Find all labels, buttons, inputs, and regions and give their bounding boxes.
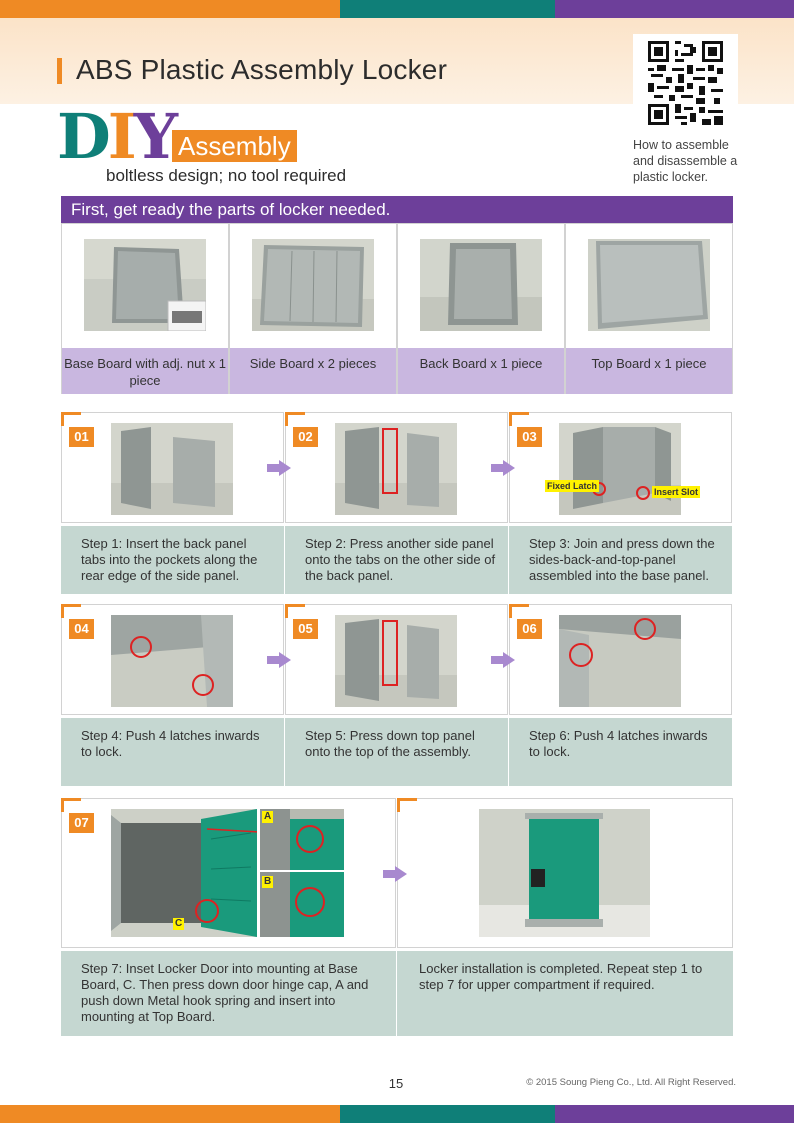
part-back-board: Back Board x 1 piece	[397, 223, 565, 394]
step-description: Step 6: Push 4 latches inwards to lock.	[509, 718, 732, 786]
callout-b: B	[262, 876, 274, 888]
step-number: 06	[517, 619, 542, 639]
step-description: Step 3: Join and press down the sides-ba…	[509, 526, 732, 594]
step-7-description: Step 7: Inset Locker Door into mounting …	[61, 951, 396, 1036]
copyright: © 2015 Soung Pieng Co., Ltd. All Right R…	[526, 1077, 736, 1088]
step-number: 07	[69, 813, 94, 833]
fixed-latch-callout: Fixed Latch	[545, 480, 600, 492]
arrow-right-icon	[267, 460, 291, 476]
top-color-bar	[0, 0, 794, 18]
part-label: Side Board x 2 pieces	[230, 348, 396, 394]
completed-locker-photo	[479, 809, 650, 937]
callout-c: C	[173, 918, 185, 930]
detail-b-photo	[260, 872, 344, 937]
insert-slot-callout: Insert Slot	[652, 486, 701, 498]
parts-section-heading: First, get ready the parts of locker nee…	[61, 196, 733, 223]
title-accent	[57, 58, 62, 84]
part-label: Top Board x 1 piece	[566, 348, 732, 394]
step-description: Step 4: Push 4 latches inwards to lock.	[61, 718, 284, 786]
page-number: 15	[388, 1076, 404, 1091]
parts-grid: Base Board with adj. nut x 1 piece Side …	[61, 223, 733, 394]
part-label: Back Board x 1 piece	[398, 348, 564, 394]
top-board-photo	[588, 239, 710, 331]
step-number: 01	[69, 427, 94, 447]
qr-caption: How to assemble and disassemble a plasti…	[633, 138, 738, 184]
step-description: Step 5: Press down top panel onto the to…	[285, 718, 508, 786]
qr-code-icon	[648, 41, 723, 125]
part-base-board: Base Board with adj. nut x 1 piece	[61, 223, 229, 394]
diy-letter-d: D	[57, 100, 111, 173]
detail-a-photo	[260, 809, 344, 870]
arrow-right-icon	[491, 460, 515, 476]
page-title: ABS Plastic Assembly Locker	[76, 54, 448, 85]
step-1-photo	[111, 423, 233, 515]
qr-code[interactable]	[633, 34, 738, 132]
diy-letter-i: I	[107, 100, 137, 173]
arrow-right-icon	[491, 652, 515, 668]
completion-description: Locker installation is completed. Repeat…	[397, 951, 733, 1036]
callout-a: A	[262, 811, 274, 823]
arrow-right-icon	[267, 652, 291, 668]
diy-letter-y: Y	[133, 100, 178, 173]
step-4-photo	[111, 615, 233, 707]
step-6-photo	[559, 615, 681, 707]
step-number: 04	[69, 619, 94, 639]
step-number: 02	[293, 427, 318, 447]
step-description: Step 2: Press another side panel onto th…	[285, 526, 508, 594]
part-top-board: Top Board x 1 piece	[565, 223, 733, 394]
part-side-board: Side Board x 2 pieces	[229, 223, 397, 394]
arrow-right-icon	[383, 866, 407, 882]
back-board-photo	[420, 239, 542, 331]
base-board-photo	[84, 239, 206, 331]
side-board-photo	[252, 239, 374, 331]
step-number: 05	[293, 619, 318, 639]
step-3-photo	[559, 423, 681, 515]
step-number: 03	[517, 427, 542, 447]
subtitle: boltless design; no tool required	[106, 166, 347, 185]
bottom-color-bar	[0, 1105, 794, 1123]
step-7-photo	[111, 809, 257, 937]
diy-logo: DIY	[57, 100, 178, 173]
step-5-photo	[335, 615, 457, 707]
assembly-badge: Assembly	[172, 130, 297, 162]
step-2-photo	[335, 423, 457, 515]
part-label: Base Board with adj. nut x 1 piece	[62, 348, 228, 394]
step-description: Step 1: Insert the back panel tabs into …	[61, 526, 284, 594]
